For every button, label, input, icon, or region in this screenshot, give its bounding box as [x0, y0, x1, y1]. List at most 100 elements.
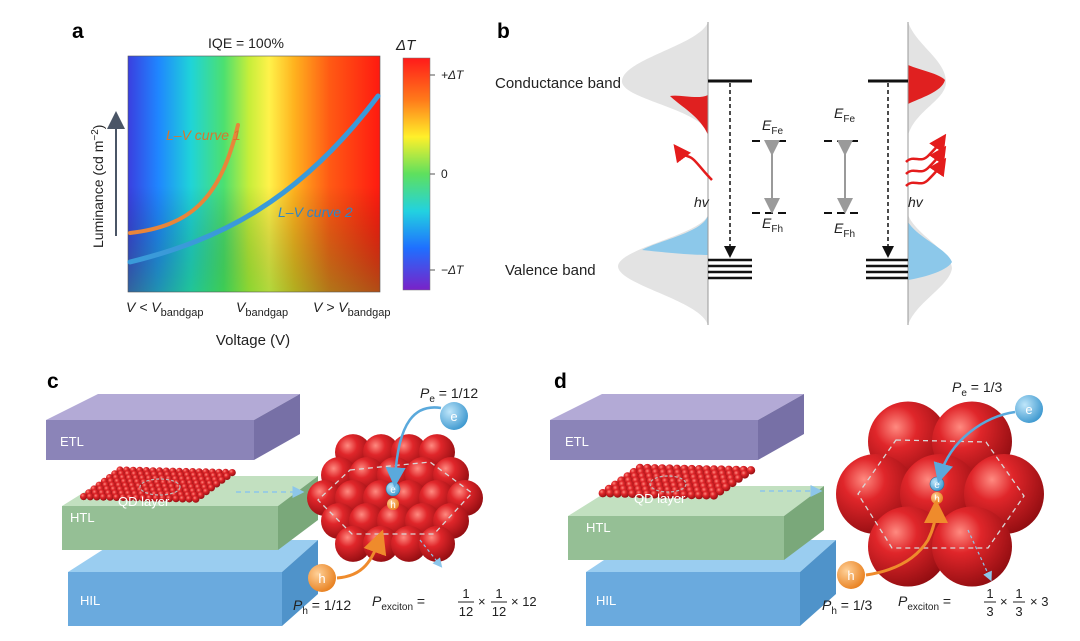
- etl-label-d: ETL: [565, 434, 589, 449]
- quantum-dot: [709, 491, 718, 500]
- electron-d: [1015, 395, 1043, 423]
- hole-small-label-c: h: [390, 500, 396, 511]
- quantum-dot: [165, 495, 173, 503]
- quantum-dot: [139, 494, 147, 502]
- quantum-dot: [106, 493, 114, 501]
- hv-label-left: hv: [694, 194, 710, 210]
- quantum-dot: [746, 466, 756, 475]
- quantum-dot: [702, 491, 711, 500]
- quantum-dot: [932, 506, 1012, 587]
- quantum-dot: [728, 478, 737, 488]
- efh-label-left: EFh: [762, 215, 783, 235]
- electron-path-d: [933, 410, 1016, 484]
- panel-label-c: c: [47, 370, 59, 393]
- left-band-profile: [618, 22, 709, 325]
- electron-path-c: [385, 406, 442, 488]
- svg-text:× 3: × 3: [1030, 594, 1048, 609]
- lv-curve-1-label: L–V curve 1: [166, 127, 241, 143]
- pexciton-formula-d: Pexciton = 1 3 × 1 3 × 3: [898, 586, 1048, 619]
- quantum-dot: [80, 493, 88, 501]
- qd-layer-d: [598, 463, 756, 500]
- device-stack-d: [550, 394, 836, 626]
- colorbar: [402, 57, 431, 291]
- ph-label-c: Ph = 1/12: [293, 597, 351, 617]
- panel-label-b: b: [497, 20, 510, 43]
- quantum-dot: [598, 489, 607, 498]
- electron-small-label-d: e: [934, 480, 940, 491]
- quantum-dot: [740, 470, 749, 479]
- quantum-dot: [192, 495, 200, 503]
- colorbar-tick-zero: 0: [441, 167, 448, 181]
- quantum-dot: [213, 480, 221, 488]
- panel-label-a: a: [72, 20, 84, 43]
- quantum-dot: [99, 493, 107, 501]
- exciton-pointer-c: [419, 539, 443, 568]
- hole-small-label-d: h: [934, 494, 940, 505]
- hole-label-c: h: [318, 571, 325, 586]
- quantum-dot: [207, 484, 215, 492]
- quantum-dot: [146, 494, 154, 502]
- quantum-dot: [202, 488, 210, 496]
- right-band-profile: [907, 22, 952, 325]
- cluster-hexagon-d: [857, 439, 1025, 549]
- hole-d: [837, 561, 865, 589]
- efh-label-right: EFh: [834, 220, 855, 240]
- svg-text:1: 1: [462, 586, 469, 601]
- quantum-dot: [722, 482, 731, 492]
- x-tick-high: V > Vbandgap: [313, 299, 390, 319]
- qd-layer-label-d: QD layer: [634, 491, 686, 506]
- x-axis-label: Voltage (V): [216, 332, 290, 349]
- htl-label-c: HTL: [70, 510, 95, 525]
- quantum-dot: [113, 493, 121, 501]
- svg-text:Pexciton =: Pexciton =: [898, 593, 951, 613]
- quantum-dot: [197, 491, 205, 499]
- hv-label-right: hv: [908, 194, 924, 210]
- valence-band-label: Valence band: [505, 262, 596, 279]
- qd-highlight-c: [139, 478, 181, 496]
- quantum-dot: [172, 495, 180, 503]
- svg-text:3: 3: [986, 604, 993, 619]
- svg-text:3: 3: [1015, 604, 1022, 619]
- ph-label-d: Ph = 1/3: [822, 597, 873, 617]
- colorbar-tick-minus: −ΔT: [441, 263, 465, 277]
- panel-label-d: d: [554, 370, 567, 393]
- qd-layer-label-c: QD layer: [118, 494, 170, 509]
- lv-curve-2-label: L–V curve 2: [278, 204, 353, 220]
- svg-text:×: ×: [1000, 594, 1008, 609]
- quantum-dot: [613, 489, 622, 498]
- exciton-pointer-d: [967, 529, 992, 582]
- electron-label-c: e: [450, 409, 457, 424]
- svg-text:12: 12: [492, 604, 506, 619]
- lv-curve-1: [128, 123, 240, 235]
- quantum-dot: [672, 490, 681, 499]
- quantum-dot: [650, 490, 659, 499]
- pe-label-c: Pe = 1/12: [420, 385, 478, 405]
- etl-label-c: ETL: [60, 434, 84, 449]
- pe-label-d: Pe = 1/3: [952, 379, 1003, 399]
- hole-path-d: [865, 499, 948, 577]
- quantum-dot: [126, 494, 134, 502]
- quantum-dot: [715, 487, 725, 496]
- qd-cluster-d: [836, 401, 1044, 587]
- quantum-dot: [228, 469, 236, 477]
- quantum-dot: [620, 489, 630, 498]
- htl-label-d: HTL: [586, 520, 611, 535]
- colorbar-tick-plus: +ΔT: [441, 68, 465, 82]
- quantum-dot: [159, 494, 167, 502]
- quantum-dot: [335, 525, 371, 562]
- colorbar-title: ΔT: [395, 37, 417, 54]
- quantum-dot: [419, 525, 455, 562]
- quantum-dot: [218, 476, 226, 484]
- qd-layer-c: [80, 466, 236, 503]
- pexciton-formula-c: Pexciton = 1 12 × 1 12 × 12: [372, 586, 537, 619]
- x-tick-low: V < Vbandgap: [126, 299, 203, 319]
- y-axis-label: Luminance (cd m−2): [90, 125, 106, 248]
- lv-curve-2: [127, 93, 381, 265]
- electron-label-d: e: [1025, 402, 1032, 417]
- svg-text:12: 12: [459, 604, 473, 619]
- quantum-dot: [223, 472, 231, 480]
- hole-small-c: [387, 498, 399, 510]
- conductance-band-label: Conductance band: [495, 75, 621, 92]
- quantum-dot: [635, 489, 644, 499]
- quantum-dot: [628, 489, 637, 498]
